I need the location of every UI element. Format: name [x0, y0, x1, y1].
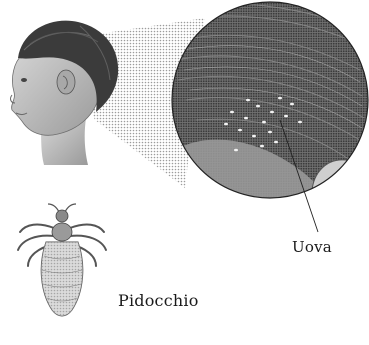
eggs-label: Uova — [292, 238, 332, 256]
head-louse-icon — [18, 204, 106, 316]
magnified-scalp-icon — [170, 0, 369, 210]
louse-label: Pidocchio — [118, 291, 199, 310]
child-head-icon — [11, 21, 119, 165]
